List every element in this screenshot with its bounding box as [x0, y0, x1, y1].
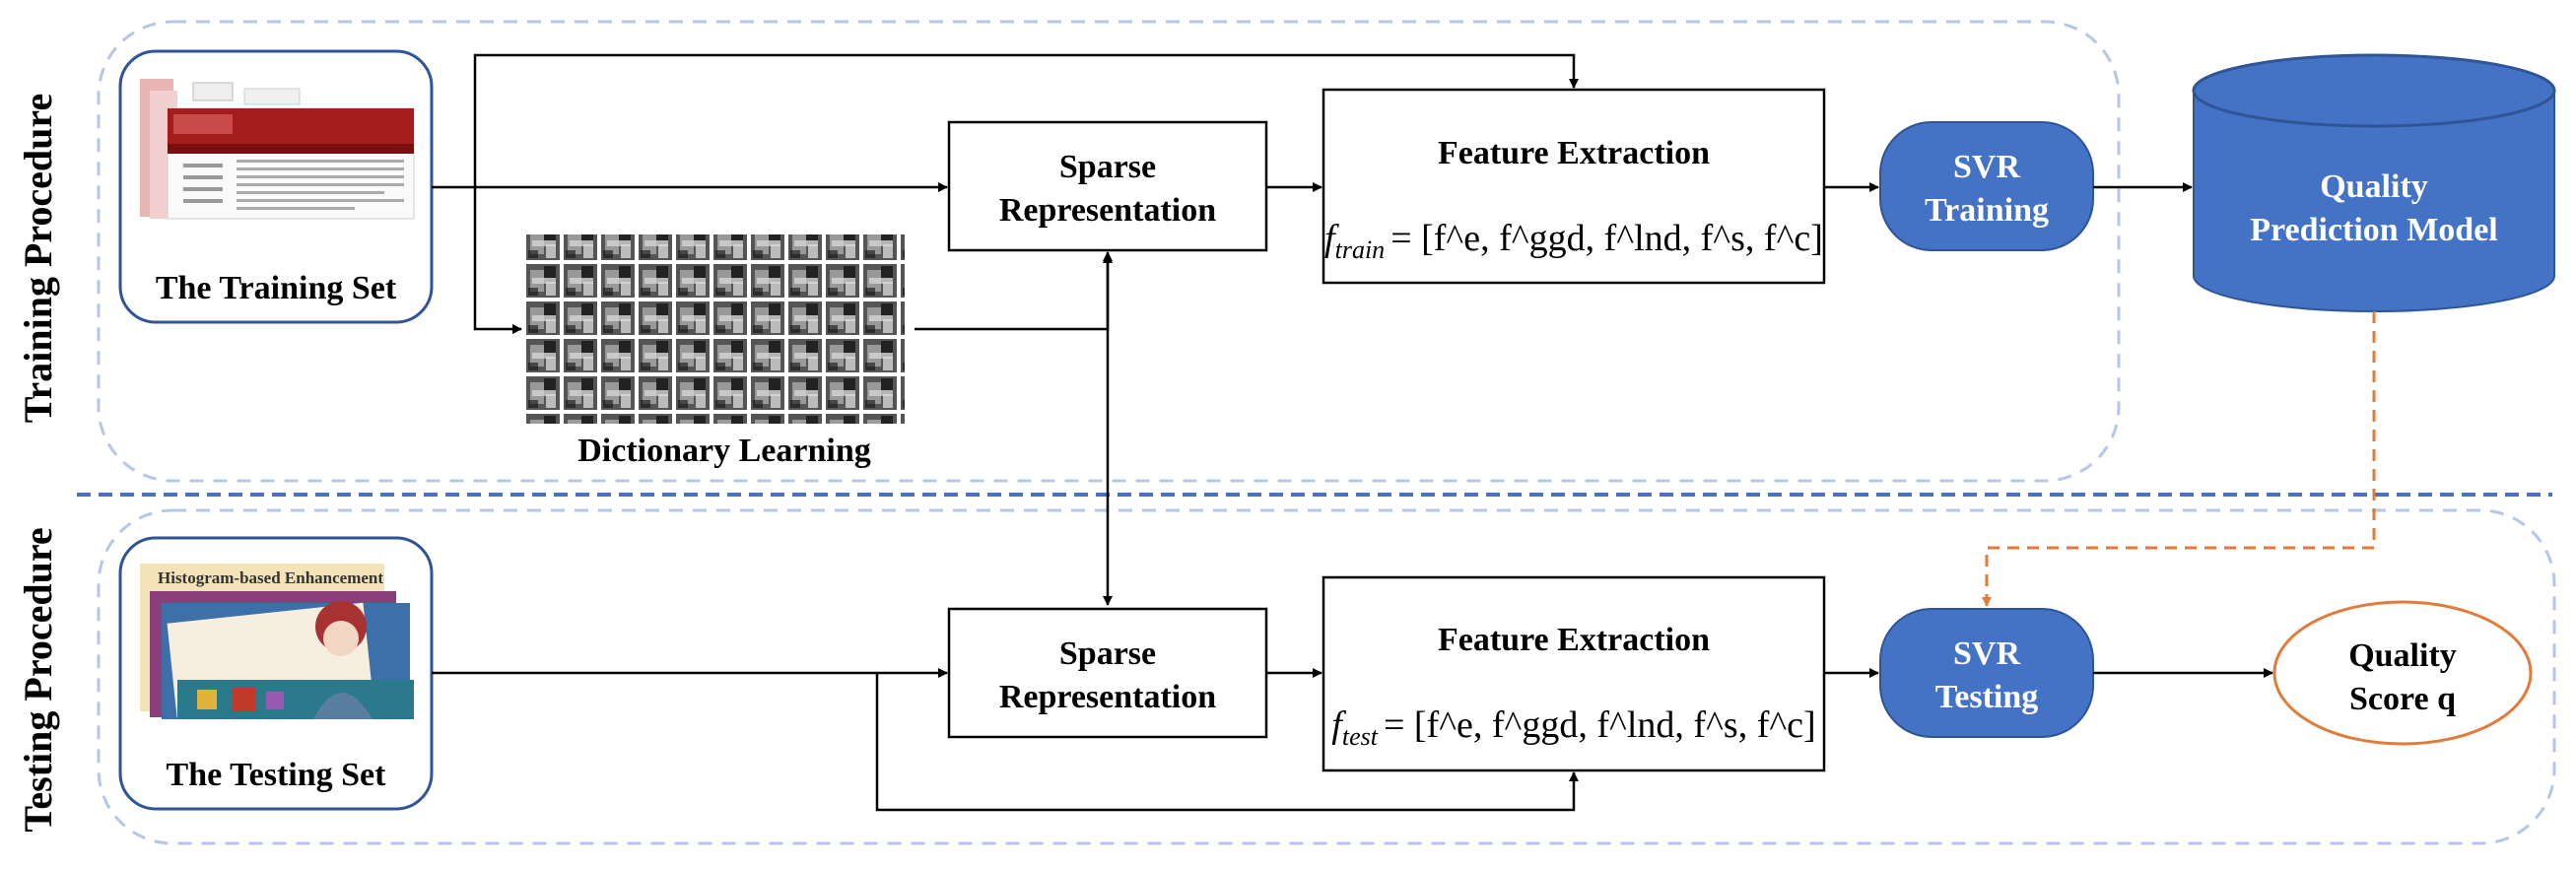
training-set-thumbnail [140, 79, 415, 220]
svr-training-line1: SVR [1953, 149, 2020, 185]
svr-testing-line2: Testing [1935, 679, 2039, 715]
training-procedure-label: Training Procedure [16, 94, 60, 423]
sparse-train-line1: Sparse [1059, 149, 1156, 185]
feature-extraction-test-box: Feature Extraction ftest= [f^e, f^ggd, f… [1322, 575, 1826, 772]
feature-extraction-train-box: Feature Extraction ftrain= [f^e, f^ggd, … [1322, 88, 1826, 285]
quality-prediction-model-cylinder: Quality Prediction Model [2192, 53, 2556, 312]
score-line1: Quality [2348, 637, 2457, 674]
svr-training-node: SVR Training [1879, 121, 2094, 251]
feature-test-title: Feature Extraction [1438, 622, 1710, 658]
model-line1: Quality [2320, 168, 2428, 205]
score-line2: Score q [2349, 681, 2456, 717]
dictionary-image [525, 234, 905, 424]
dictionary-learning-label: Dictionary Learning [577, 433, 870, 469]
sparse-train-line2: Representation [999, 192, 1216, 229]
training-set-label: The Training Set [156, 270, 397, 306]
testing-set-card: Histogram-based Enhancement The Testing … [118, 536, 434, 811]
training-region [97, 20, 2121, 483]
training-set-card: The Training Set [118, 49, 434, 324]
svr-testing-line1: SVR [1953, 635, 2020, 672]
testing-procedure-label: Testing Procedure [16, 527, 60, 832]
testing-thumb-caption: Histogram-based Enhancement [158, 568, 383, 587]
sparse-test-line1: Sparse [1059, 635, 1156, 672]
training-arrows [432, 53, 2193, 606]
feature-test-formula: ftest= [f^e, f^ggd, f^lnd, f^s, f^c] [1331, 704, 1815, 751]
sparse-representation-test-box: Sparse Representation [947, 607, 1268, 739]
model-to-svr-testing-link [1982, 311, 2376, 607]
quality-score-node: Quality Score q [2272, 600, 2533, 746]
testing-set-label: The Testing Set [167, 757, 387, 793]
svr-training-line2: Training [1925, 192, 2049, 229]
testing-region [97, 508, 2556, 845]
svr-testing-node: SVR Testing [1879, 608, 2094, 738]
testing-set-thumbnail: Histogram-based Enhancement [140, 564, 414, 719]
feature-train-title: Feature Extraction [1438, 135, 1710, 171]
testing-arrows [432, 668, 2273, 812]
model-line2: Prediction Model [2250, 212, 2498, 248]
sparse-test-line2: Representation [999, 679, 1216, 715]
feature-train-formula: ftrain= [f^e, f^ggd, f^lnd, f^s, f^c] [1324, 218, 1823, 264]
sparse-representation-train-box: Sparse Representation [947, 120, 1268, 252]
